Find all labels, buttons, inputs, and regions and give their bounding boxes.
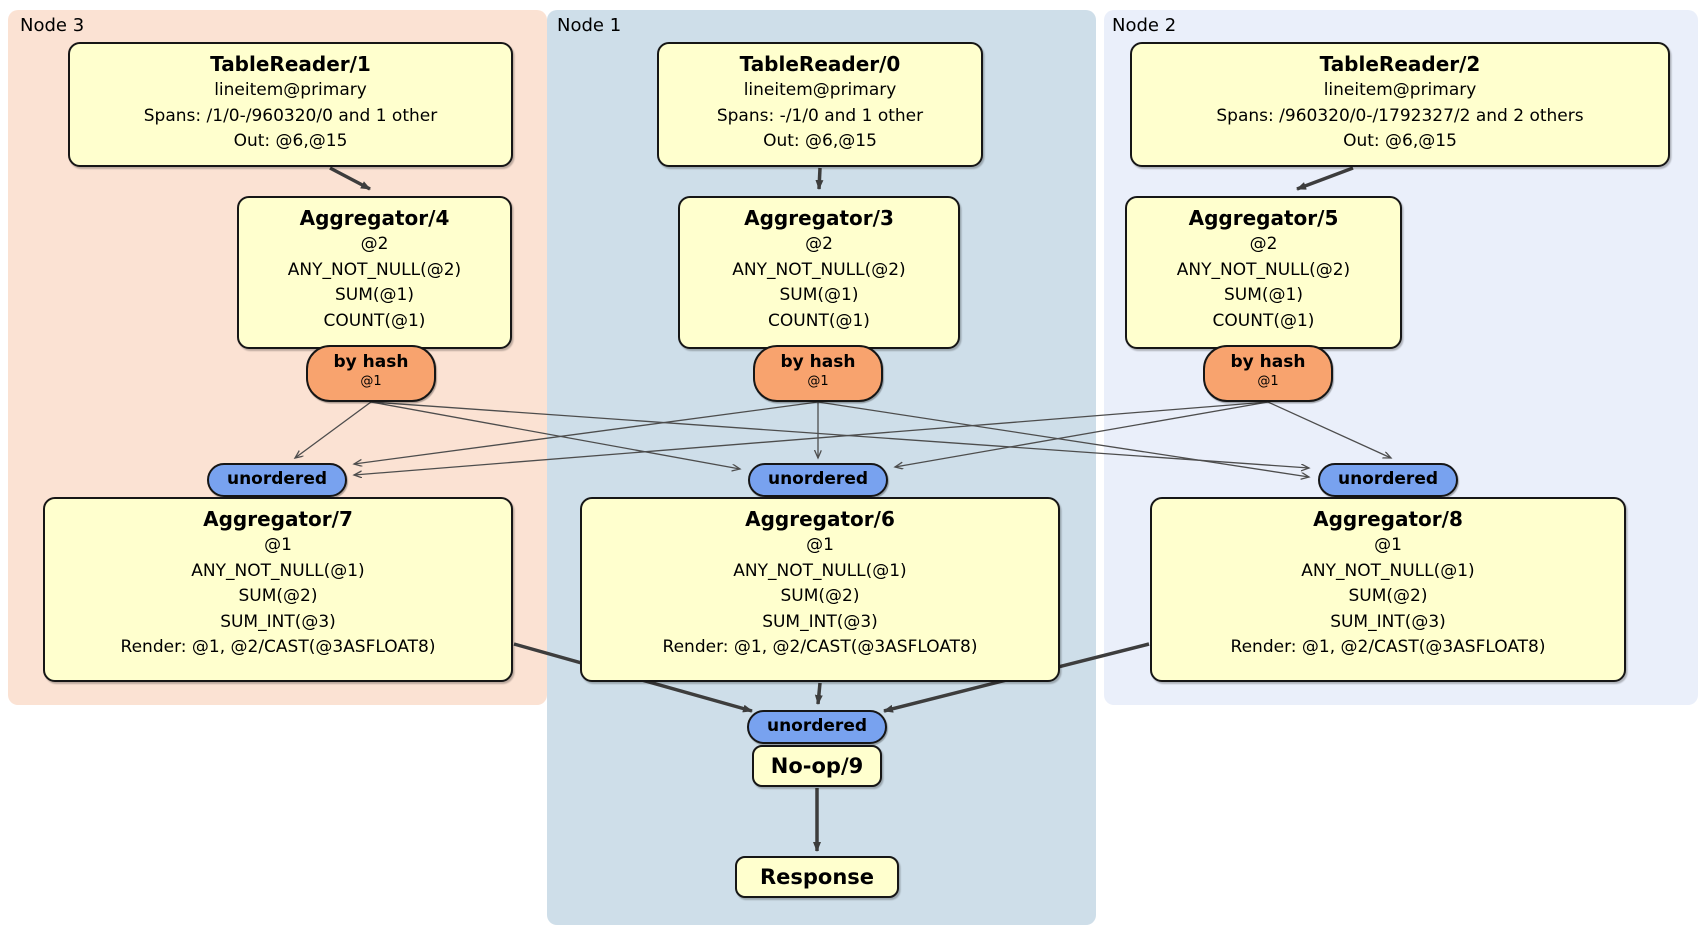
by-hash-oval-node1: by hash @1 [753,345,883,402]
aggregator-6-fn3: SUM_INT(@3) [762,611,878,632]
aggregator-3-box: Aggregator/3 @2 ANY_NOT_NULL(@2) SUM(@1)… [678,196,960,349]
tablereader-2-spans: Spans: /960320/0-/1792327/2 and 2 others [1216,105,1584,126]
tablereader-0-title: TableReader/0 [739,52,901,76]
by-hash-key: @1 [1257,374,1279,389]
tablereader-0-spans: Spans: -/1/0 and 1 other [716,105,924,126]
aggregator-8-fn2: SUM(@2) [1348,586,1428,606]
aggregator-5-fn2: SUM(@1) [1224,285,1303,305]
unordered-oval-node2: unordered [1318,463,1458,497]
aggregator-6-box: Aggregator/6 @1 ANY_NOT_NULL(@1) SUM(@2)… [580,497,1060,682]
aggregator-3-fn2: SUM(@1) [779,285,859,305]
tablereader-2-title: TableReader/2 [1319,52,1481,76]
aggregator-5-box: Aggregator/5 @2 ANY_NOT_NULL(@2) SUM(@1)… [1125,196,1402,349]
node3-label: Node 3 [20,15,85,36]
aggregator-5-fn3: COUNT(@1) [1212,310,1315,331]
aggregator-8-group: @1 [1374,535,1402,555]
edge-byhash2-unordered3 [354,401,1269,475]
node1-label: Node 1 [557,15,622,36]
edge-tablereader0-aggregator3 [815,167,824,190]
aggregator-7-render: Render: @1, @2/CAST(@3ASFLOAT8) [120,637,436,657]
tablereader-2-box: TableReader/2 lineitem@primary Spans: /9… [1130,42,1670,167]
edge-byhash2-unordered2 [1267,401,1391,458]
aggregator-3-fn1: ANY_NOT_NULL(@2) [732,259,906,280]
tablereader-2-index: lineitem@primary [1323,80,1477,100]
aggregator-4-fn1: ANY_NOT_NULL(@2) [287,259,462,280]
edge-tablereader2-aggregator5 [1296,166,1354,191]
by-hash-label: by hash [780,352,856,372]
edge-byhash2-unordered1 [895,401,1269,467]
aggregator-4-fn2: SUM(@1) [335,285,414,305]
aggregator-6-fn1: ANY_NOT_NULL(@1) [733,560,907,581]
tablereader-1-out: Out: @6,@15 [233,131,348,151]
response-box: Response [735,856,899,898]
by-hash-oval-node2: by hash @1 [1203,345,1333,402]
edge-byhash3-unordered2 [370,401,1309,468]
aggregator-8-render: Render: @1, @2/CAST(@3ASFLOAT8) [1230,637,1546,657]
aggregator-6-fn2: SUM(@2) [780,586,860,606]
node2-label: Node 2 [1112,15,1177,36]
aggregator-4-group: @2 [360,234,389,254]
edge-tablereader1-aggregator4 [329,166,371,191]
aggregator-3-title: Aggregator/3 [744,206,894,230]
aggregator-5-fn1: ANY_NOT_NULL(@2) [1176,259,1351,280]
tablereader-1-box: TableReader/1 lineitem@primary Spans: /1… [68,42,513,167]
aggregator-5-group: @2 [1249,234,1278,254]
tablereader-0-index: lineitem@primary [743,80,897,100]
edge-byhash3-unordered3 [295,401,372,458]
aggregator-7-fn3: SUM_INT(@3) [220,611,336,632]
tablereader-1-title: TableReader/1 [210,52,371,76]
aggregator-8-box: Aggregator/8 @1 ANY_NOT_NULL(@1) SUM(@2)… [1150,497,1626,682]
unordered-oval-node3: unordered [207,463,347,497]
edge-byhash3-unordered1 [370,401,740,469]
aggregator-7-title: Aggregator/7 [203,507,353,531]
by-hash-key: @1 [360,374,382,389]
tablereader-1-spans: Spans: /1/0-/960320/0 and 1 other [143,105,438,126]
aggregator-4-fn3: COUNT(@1) [323,310,426,331]
aggregator-8-title: Aggregator/8 [1313,507,1463,531]
tablereader-0-out: Out: @6,@15 [763,131,877,151]
aggregator-6-title: Aggregator/6 [745,507,895,531]
tablereader-0-box: TableReader/0 lineitem@primary Spans: -/… [657,42,983,167]
aggregator-7-group: @1 [264,535,292,555]
unordered-oval-node1: unordered [748,463,888,497]
aggregator-7-box: Aggregator/7 @1 ANY_NOT_NULL(@1) SUM(@2)… [43,497,513,682]
tablereader-2-out: Out: @6,@15 [1343,131,1457,151]
by-hash-label: by hash [1230,352,1306,372]
by-hash-oval-node3: by hash @1 [306,345,436,402]
by-hash-key: @1 [807,374,829,389]
aggregator-6-render: Render: @1, @2/CAST(@3ASFLOAT8) [662,637,978,657]
aggregator-4-box: Aggregator/4 @2 ANY_NOT_NULL(@2) SUM(@1)… [237,196,512,349]
aggregator-7-fn2: SUM(@2) [238,586,318,606]
by-hash-label: by hash [333,352,409,372]
aggregator-6-group: @1 [806,535,834,555]
edge-byhash1-unordered2 [817,401,1309,477]
aggregator-7-fn1: ANY_NOT_NULL(@1) [191,560,365,581]
aggregator-3-group: @2 [805,234,833,254]
unordered-oval-merge: unordered [747,710,887,744]
tablereader-1-index: lineitem@primary [214,80,367,100]
aggregator-3-fn3: COUNT(@1) [768,310,870,331]
aggregator-5-title: Aggregator/5 [1188,206,1339,230]
edge-aggregator6-unordered-merge [814,682,823,705]
aggregator-4-title: Aggregator/4 [299,206,450,230]
edge-byhash1-unordered3 [354,401,819,464]
aggregator-8-fn3: SUM_INT(@3) [1330,611,1446,632]
noop-box: No-op/9 [752,745,882,787]
aggregator-8-fn1: ANY_NOT_NULL(@1) [1301,560,1475,581]
